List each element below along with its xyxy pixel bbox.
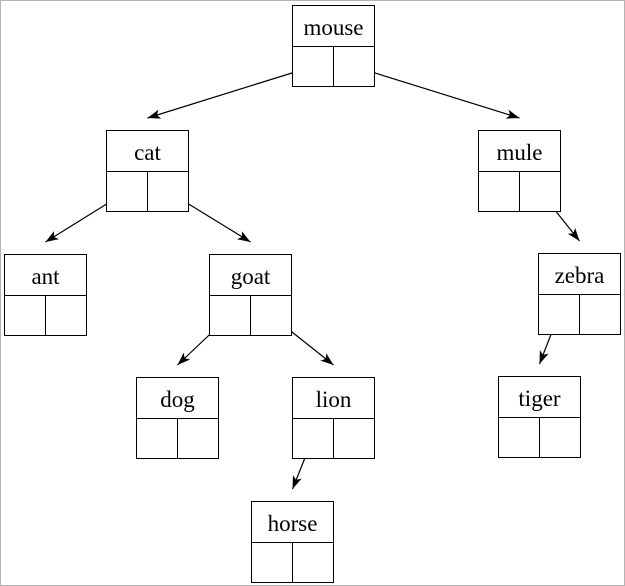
node-label: tiger <box>499 377 580 418</box>
right-pointer-cell <box>148 172 188 211</box>
pointer-cells <box>5 296 86 335</box>
node-label: goat <box>210 255 291 296</box>
left-pointer-cell <box>107 172 148 211</box>
left-pointer-cell <box>499 418 540 457</box>
pointer-cells <box>137 419 218 458</box>
pointer-cells <box>293 47 374 86</box>
right-pointer-cell <box>46 296 86 335</box>
pointer-cells <box>252 543 333 582</box>
right-pointer-cell <box>580 295 620 334</box>
tree-node-goat: goat <box>209 254 292 336</box>
left-pointer-cell <box>293 419 334 458</box>
left-pointer-cell <box>210 296 251 335</box>
node-label: horse <box>252 502 333 543</box>
node-label: dog <box>137 378 218 419</box>
right-pointer-cell <box>334 47 374 86</box>
tree-node-dog: dog <box>136 377 219 459</box>
tree-node-mouse: mouse <box>292 5 375 87</box>
pointer-cells <box>499 418 580 457</box>
left-pointer-cell <box>5 296 46 335</box>
left-pointer-cell <box>137 419 178 458</box>
left-pointer-cell <box>539 295 580 334</box>
node-label: mouse <box>293 6 374 47</box>
pointer-cells <box>479 172 560 211</box>
right-pointer-cell <box>334 419 374 458</box>
pointer-cells <box>210 296 291 335</box>
edge-mouse-cat <box>147 65 313 119</box>
right-pointer-cell <box>520 172 560 211</box>
tree-node-horse: horse <box>251 501 334 583</box>
pointer-cells <box>293 419 374 458</box>
tree-node-zebra: zebra <box>538 253 621 335</box>
pointer-cells <box>107 172 188 211</box>
tree-node-ant: ant <box>4 254 87 336</box>
right-pointer-cell <box>540 418 580 457</box>
node-label: zebra <box>539 254 620 295</box>
pointer-cells <box>539 295 620 334</box>
node-label: mule <box>479 131 560 172</box>
tree-node-mule: mule <box>478 130 561 212</box>
node-label: lion <box>293 378 374 419</box>
right-pointer-cell <box>293 543 333 582</box>
left-pointer-cell <box>479 172 520 211</box>
tree-node-cat: cat <box>106 130 189 212</box>
tree-node-tiger: tiger <box>498 376 581 458</box>
left-pointer-cell <box>252 543 293 582</box>
edge-mouse-mule <box>354 65 520 119</box>
right-pointer-cell <box>178 419 218 458</box>
tree-node-lion: lion <box>292 377 375 459</box>
node-label: cat <box>107 131 188 172</box>
node-label: ant <box>5 255 86 296</box>
left-pointer-cell <box>293 47 334 86</box>
right-pointer-cell <box>251 296 291 335</box>
